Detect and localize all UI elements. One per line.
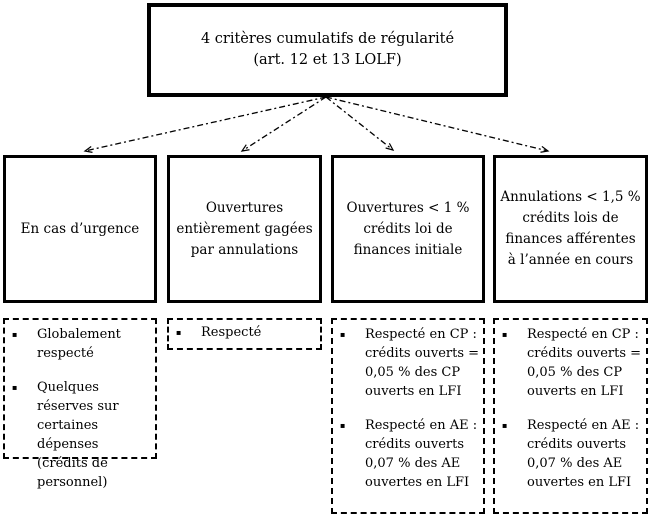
square-bullet-icon: ▪: [12, 330, 18, 339]
square-bullet-icon: ▪: [176, 328, 182, 337]
square-bullet-icon: ▪: [502, 330, 508, 339]
arrow-to-criterion-3: [325, 96, 393, 150]
arrow-to-criterion-4: [325, 96, 548, 151]
finding-box-ouvertures-gagees: ▪ Respecté: [167, 318, 322, 350]
criterion-label: Ouvertures entièrement gagées par annula…: [176, 199, 313, 258]
finding-box-ouvertures-plafond: ▪ Respecté en CP : crédits ouverts = 0,0…: [331, 318, 485, 514]
finding-text: Quelques réserves sur certaines dépenses…: [37, 380, 119, 490]
finding-text: Respecté: [201, 325, 262, 340]
criterion-box-urgence: En cas d’urgence: [3, 155, 157, 303]
square-bullet-icon: ▪: [340, 421, 346, 430]
finding-box-urgence: ▪ Globalement respecté ▪ Quelques réserv…: [3, 318, 157, 490]
square-bullet-icon: ▪: [340, 330, 346, 339]
square-bullet-icon: ▪: [502, 421, 508, 430]
root-title: 4 critères cumulatifs de régularité: [200, 31, 455, 47]
finding-item: ▪ Respecté en AE : crédits ouverts 0,07 …: [499, 416, 643, 492]
finding-text: Respecté en CP : crédits ouverts = 0,05 …: [527, 327, 642, 399]
finding-item: ▪ Respecté en AE : crédits ouverts 0,07 …: [337, 416, 480, 492]
arrow-to-criterion-1: [85, 96, 327, 151]
finding-item: ▪ Respecté: [173, 323, 317, 342]
finding-item: ▪ Respecté en CP : crédits ouverts = 0,0…: [499, 325, 643, 401]
finding-item: ▪ Quelques réserves sur certaines dépens…: [9, 378, 152, 492]
criterion-label: Ouvertures < 1 % crédits loi de finances…: [346, 199, 470, 258]
criterion-label: Annulations < 1,5 % crédits lois de fina…: [500, 189, 641, 268]
finding-text: Respecté en AE : crédits ouverts 0,07 % …: [365, 418, 478, 490]
criterion-box-annulations-plafond: Annulations < 1,5 % crédits lois de fina…: [493, 155, 648, 303]
criterion-label: En cas d’urgence: [20, 220, 140, 237]
root-subtitle: (art. 12 et 13 LOLF): [253, 52, 402, 68]
criterion-box-ouvertures-gagees: Ouvertures entièrement gagées par annula…: [167, 155, 322, 303]
finding-item: ▪ Respecté en CP : crédits ouverts = 0,0…: [337, 325, 480, 401]
finding-text: Respecté en CP : crédits ouverts = 0,05 …: [365, 327, 480, 399]
finding-item: ▪ Globalement respecté: [9, 325, 152, 363]
finding-text: Respecté en AE : crédits ouverts 0,07 % …: [527, 418, 640, 490]
square-bullet-icon: ▪: [12, 383, 18, 392]
arrow-to-criterion-2: [242, 96, 327, 151]
criterion-box-ouvertures-plafond: Ouvertures < 1 % crédits loi de finances…: [331, 155, 485, 303]
finding-text: Globalement respecté: [37, 327, 121, 361]
finding-box-annulations-plafond: ▪ Respecté en CP : crédits ouverts = 0,0…: [493, 318, 648, 514]
root-box: 4 critères cumulatifs de régularité (art…: [147, 3, 508, 97]
